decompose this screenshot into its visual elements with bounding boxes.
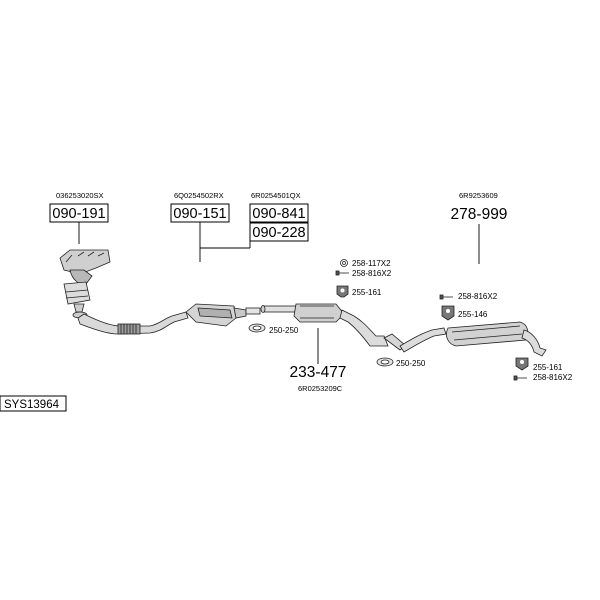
- hardware-label-255-161-a: 255-161: [352, 288, 382, 297]
- bolt-icon-258-816-rear-upper[interactable]: [439, 294, 453, 300]
- oem-manifold: 036253020SX: [56, 191, 104, 200]
- hardware-label-258-816-a: 258-816X2: [352, 269, 392, 278]
- system-code: SYS13964: [4, 399, 60, 411]
- catalytic-converter[interactable]: [185, 303, 261, 327]
- part-number-233-477[interactable]: 233-477: [290, 364, 347, 381]
- hardware-label-255-161-b: 255-161: [533, 363, 563, 372]
- hardware-label-258-816-c: 258-816X2: [533, 373, 573, 382]
- middle-silencer[interactable]: [293, 303, 407, 351]
- part-number-090-151[interactable]: 090-151: [173, 206, 226, 222]
- oem-catalyst: 6R0254501QX: [251, 191, 301, 200]
- hardware-label-255-146: 255-146: [458, 310, 488, 319]
- part-box-090-841[interactable]: [249, 203, 309, 223]
- hardware-label-258-117: 258-117X2: [352, 259, 391, 268]
- part-number-090-228[interactable]: 090-228: [252, 225, 305, 241]
- bolt-icon-258-816-upper[interactable]: [335, 270, 349, 276]
- middle-pipe[interactable]: [260, 305, 297, 313]
- rubber-hanger-icon-255-161-lower[interactable]: [515, 357, 529, 371]
- hardware-label-258-816-b: 258-816X2: [458, 292, 498, 301]
- system-code-box: [0, 395, 67, 412]
- rubber-hanger-icon-255-161-upper[interactable]: [336, 285, 349, 298]
- hardware-label-250-250-a: 250-250: [269, 326, 299, 335]
- part-number-090-191[interactable]: 090-191: [52, 206, 105, 222]
- bolt-icon-258-816-rear-lower[interactable]: [513, 375, 527, 381]
- hardware-label-250-250-b: 250-250: [396, 359, 426, 368]
- part-number-278-999[interactable]: 278-999: [451, 206, 508, 223]
- exhaust-manifold[interactable]: [59, 249, 111, 319]
- clamp-icon-258-117[interactable]: [340, 259, 348, 267]
- rear-silencer[interactable]: [399, 321, 547, 357]
- front-pipe-flex: [117, 323, 141, 335]
- part-number-090-841[interactable]: 090-841: [252, 206, 305, 222]
- oem-front-pipe: 6Q0254502RX: [174, 191, 224, 200]
- oem-middle-silencer: 6R0253209C: [298, 384, 343, 393]
- gasket-icon-250-250-right[interactable]: [376, 357, 394, 367]
- gasket-icon-250-250-left[interactable]: [248, 323, 266, 333]
- oem-rear-silencer: 6R9253609: [459, 191, 498, 200]
- rubber-hanger-icon-255-146[interactable]: [441, 305, 455, 321]
- front-pipe[interactable]: [77, 311, 189, 335]
- catalyst-outlet-pipe: [245, 307, 261, 315]
